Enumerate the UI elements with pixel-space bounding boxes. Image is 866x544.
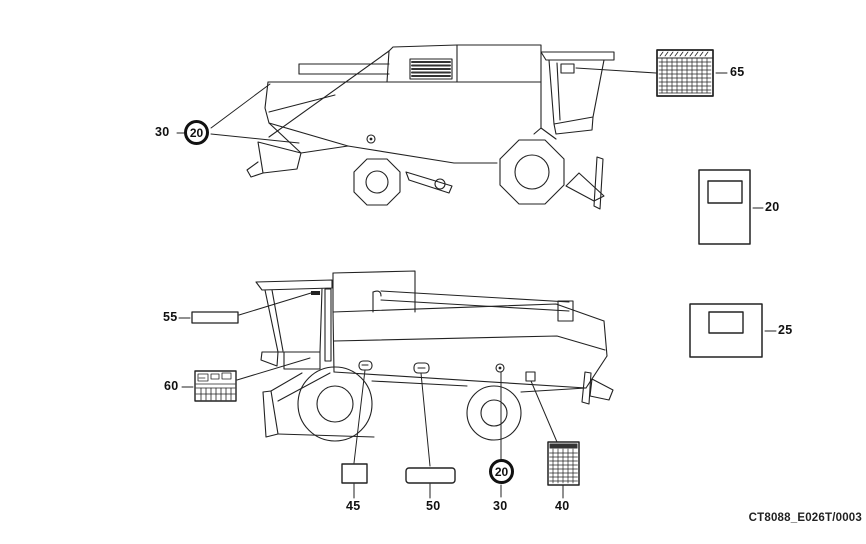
callout-label-30-top: 30 [155,125,170,139]
callout-label-65: 65 [730,65,745,79]
callout-label-20: 20 [765,200,780,214]
cab-decal-location [560,63,575,74]
decal-small-rect-45 [341,463,368,484]
front-wheel [297,366,373,442]
callout-label-55: 55 [163,310,178,324]
rear-wheel [466,385,522,441]
top-combine-illustration [246,44,615,210]
decal-maintenance-chart-65 [656,49,714,97]
front-wheel [353,158,401,206]
figure-code: CT8088_E026T/0003 [748,512,862,524]
bottom-combine-illustration [255,270,614,442]
decal-wide-strip-50 [405,467,456,484]
callout-label-50: 50 [426,499,441,513]
callout-label-25: 25 [778,323,793,337]
speed-decal-badge-top: 20 [184,120,209,145]
decal-window-panel-25 [689,303,763,358]
callout-label-30-bottom: 30 [493,499,508,513]
speed-decal-value: 20 [494,464,509,479]
speed-decal-value: 20 [189,125,204,140]
cab-roof-decal-location [311,291,320,295]
callout-label-60: 60 [164,379,179,393]
decal-door-panel-20 [698,169,751,245]
rear-wheel [499,139,565,205]
body-decal-location-40 [525,371,536,382]
leader-lines [176,67,777,499]
speed-decal-badge-bottom: 20 [489,459,514,484]
decal-instruction-60 [194,370,237,402]
engine-grille-icon [411,61,451,77]
body-decal-location-30 [495,363,505,373]
decal-strip-55 [191,311,239,324]
callout-label-40: 40 [555,499,570,513]
callout-label-45: 45 [346,499,361,513]
decal-column-chart-40 [547,441,580,486]
